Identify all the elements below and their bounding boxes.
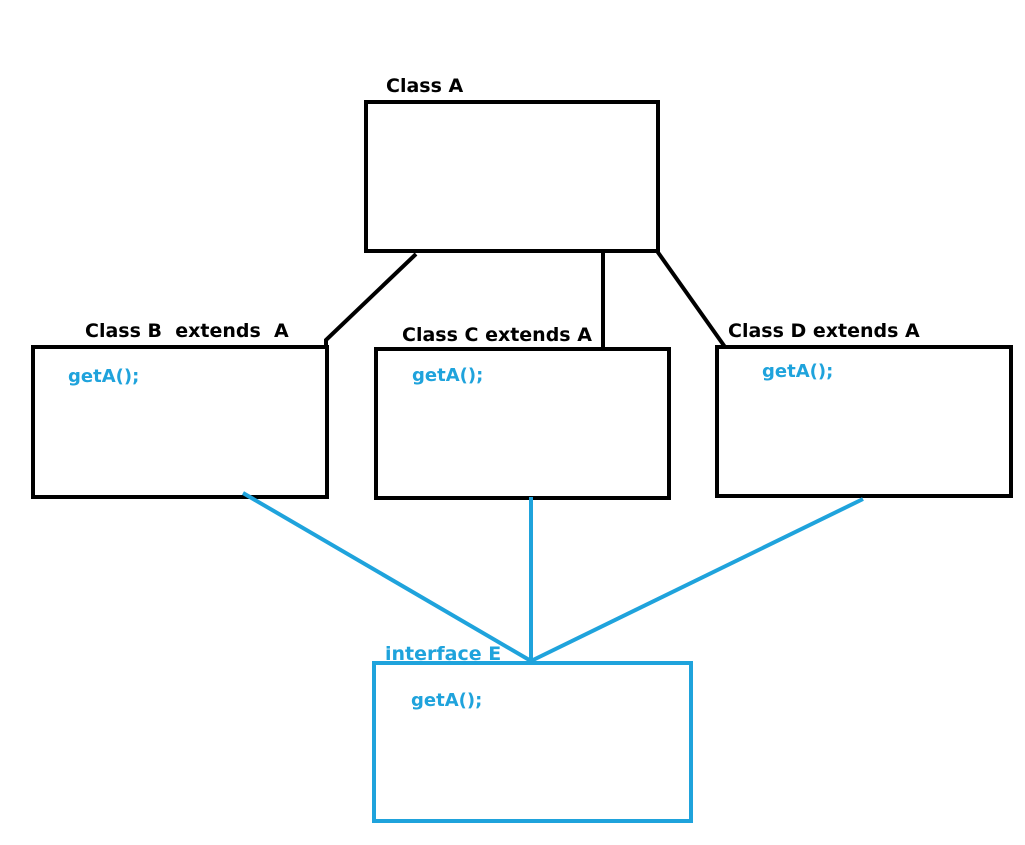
interface-e-method: getA(); — [411, 690, 483, 711]
class-c-label: Class C extends A — [402, 324, 592, 346]
class-c-box — [374, 347, 671, 500]
edge-a-to-d — [655, 249, 727, 349]
edge-a-to-b — [324, 252, 418, 347]
interface-e-label: interface E — [385, 643, 502, 665]
class-b-method: getA(); — [68, 366, 140, 387]
class-d-box — [715, 345, 1013, 498]
class-b-label: Class B extends A — [85, 320, 289, 342]
class-a-box — [364, 100, 660, 253]
edge-d-to-e — [530, 497, 864, 663]
class-d-label: Class D extends A — [728, 320, 920, 342]
interface-e-box — [372, 661, 693, 823]
class-a-label: Class A — [386, 75, 464, 97]
class-c-method: getA(); — [412, 365, 484, 386]
edge-b-to-e — [241, 491, 533, 663]
class-b-box — [31, 345, 329, 499]
class-d-method: getA(); — [762, 361, 834, 382]
